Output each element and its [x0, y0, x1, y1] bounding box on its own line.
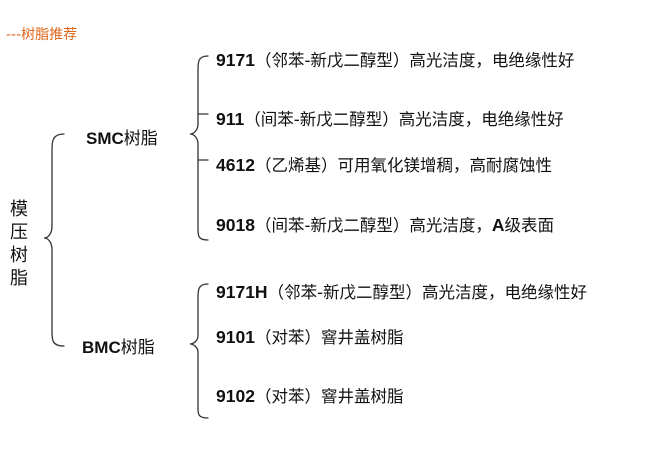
- smc-bracket: [189, 55, 209, 241]
- root-char: 模: [10, 199, 28, 220]
- resin-item: 9018（间苯-新戊二醇型）高光洁度，A级表面: [216, 212, 554, 236]
- resin-item: 9171H（邻苯-新戊二醇型）高光洁度，电绝缘性好: [216, 279, 587, 303]
- root-char: 压: [10, 222, 28, 243]
- category-smc: SMC树脂: [86, 124, 158, 149]
- category-name: 树脂: [120, 338, 155, 358]
- resin-code: 911: [216, 109, 245, 129]
- resin-code: 9102: [216, 386, 255, 406]
- header-title: ---树脂推荐: [6, 27, 78, 43]
- category-name: 树脂: [123, 129, 158, 149]
- resin-code: 9171H: [216, 282, 268, 302]
- category-code: SMC: [86, 129, 124, 148]
- resin-code: 9171: [216, 50, 255, 70]
- resin-item: 9101（对苯）窨井盖树脂: [216, 324, 403, 348]
- root-bracket: [43, 133, 65, 347]
- resin-desc-tail: 级表面: [504, 216, 555, 235]
- resin-item: 4612（乙烯基）可用氧化镁增稠，高耐腐蚀性: [216, 152, 552, 176]
- resin-desc-grade: A: [491, 215, 505, 235]
- resin-item: 9171（邻苯-新戊二醇型）高光洁度，电绝缘性好: [216, 47, 574, 71]
- root-char: 树: [10, 245, 28, 266]
- root-label: 模 压 树 脂: [6, 198, 32, 290]
- resin-code: 9018: [216, 215, 255, 235]
- bmc-bracket: [189, 283, 209, 419]
- resin-desc: （邻苯-新戊二醇型）高光洁度，电绝缘性好: [267, 283, 588, 302]
- resin-desc: （间苯-新戊二醇型）高光洁度，电绝缘性好: [244, 110, 564, 129]
- category-code: BMC: [82, 338, 121, 357]
- resin-desc: （乙烯基）可用氧化镁增稠，高耐腐蚀性: [254, 156, 552, 175]
- resin-code: 9101: [216, 327, 255, 347]
- resin-desc: （间苯-新戊二醇型）高光洁度，: [254, 216, 492, 235]
- resin-desc: （对苯）窨井盖树脂: [254, 328, 404, 347]
- resin-item: 911（间苯-新戊二醇型）高光洁度，电绝缘性好: [216, 106, 564, 130]
- resin-desc: （邻苯-新戊二醇型）高光洁度，电绝缘性好: [254, 51, 575, 70]
- resin-item: 9102（对苯）窨井盖树脂: [216, 383, 403, 407]
- resin-code: 4612: [216, 155, 255, 175]
- resin-desc: （对苯）窨井盖树脂: [254, 387, 404, 406]
- root-char: 脂: [10, 268, 28, 289]
- category-bmc: BMC树脂: [82, 333, 155, 358]
